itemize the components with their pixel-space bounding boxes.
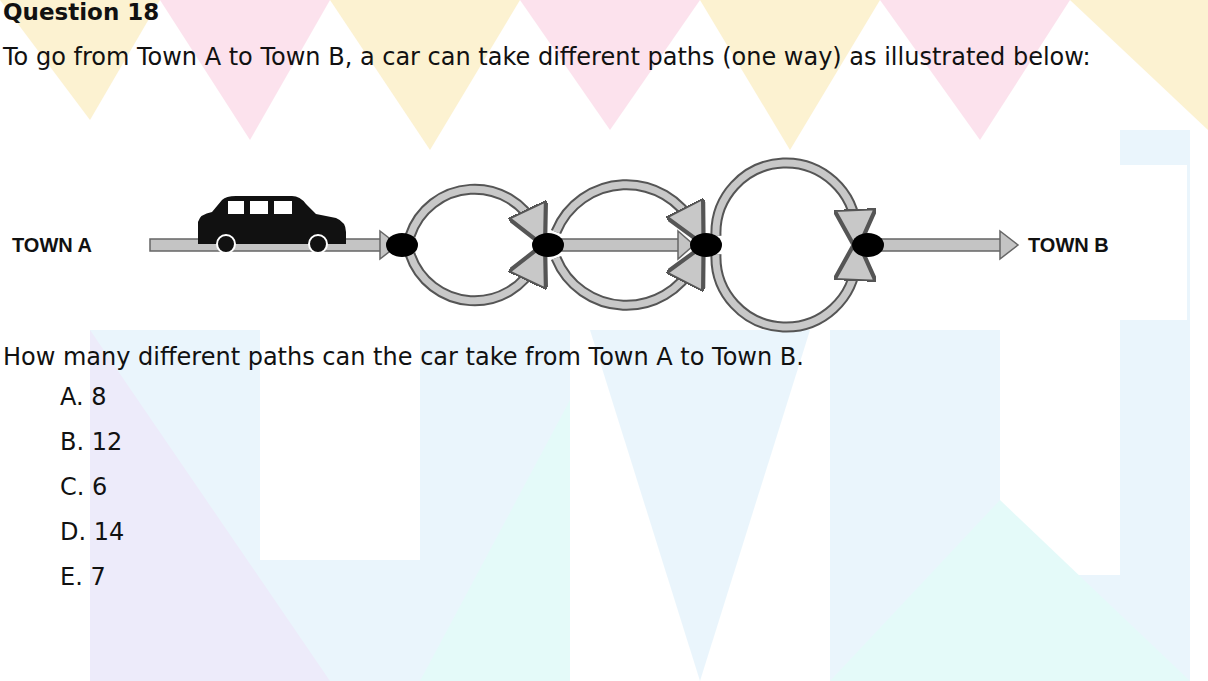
answer-option: D. 14 (60, 517, 124, 547)
watermark-shape (830, 500, 1190, 681)
curved-arrow-outline (716, 163, 856, 236)
watermark-shape (420, 400, 570, 681)
watermark-shape (90, 330, 330, 681)
answer-option: E. 7 (60, 562, 106, 592)
curved-arrow-outline (556, 258, 694, 305)
town-label: TOWN A (12, 233, 92, 257)
loop-arrows (410, 163, 856, 327)
diagram-panel (0, 165, 1187, 320)
watermark-shape (1070, 0, 1208, 130)
road-arrow (562, 239, 680, 251)
car-wheel (217, 235, 235, 253)
junction-dot (386, 233, 418, 257)
watermark-letter (90, 330, 570, 681)
road-arrow (880, 239, 1002, 251)
car (198, 196, 346, 253)
watermark-letter (590, 330, 810, 681)
road-arrowhead (1000, 231, 1018, 259)
answer-option: B. 12 (60, 427, 122, 457)
junction-dot (690, 233, 722, 257)
curved-arrow (716, 254, 856, 327)
curved-arrow (410, 189, 536, 236)
car-wheel (309, 235, 327, 253)
answer-option: A. 8 (60, 382, 107, 412)
question-text: How many different paths can the car tak… (3, 340, 1198, 375)
curved-arrow (410, 254, 536, 301)
town-label: TOWN B (1028, 233, 1109, 257)
car-window (250, 201, 268, 214)
curved-arrow (556, 185, 694, 232)
junction-dot (532, 233, 564, 257)
answer-option: C. 6 (60, 472, 107, 502)
curved-arrow-outline (410, 189, 536, 236)
junction-dot (852, 233, 884, 257)
question-text: To go from Town A to Town B, a car can t… (3, 40, 1198, 75)
curved-arrow (556, 258, 694, 305)
curved-arrow-outline (556, 185, 694, 232)
watermark-shape (700, 0, 880, 150)
car-window (228, 201, 244, 214)
curved-arrow-outline (410, 254, 536, 301)
question-heading: Question 18 (3, 0, 159, 24)
watermark-shape (330, 0, 520, 150)
car-window (274, 201, 292, 214)
curved-arrow-outline (716, 254, 856, 327)
curved-arrow (716, 163, 856, 236)
